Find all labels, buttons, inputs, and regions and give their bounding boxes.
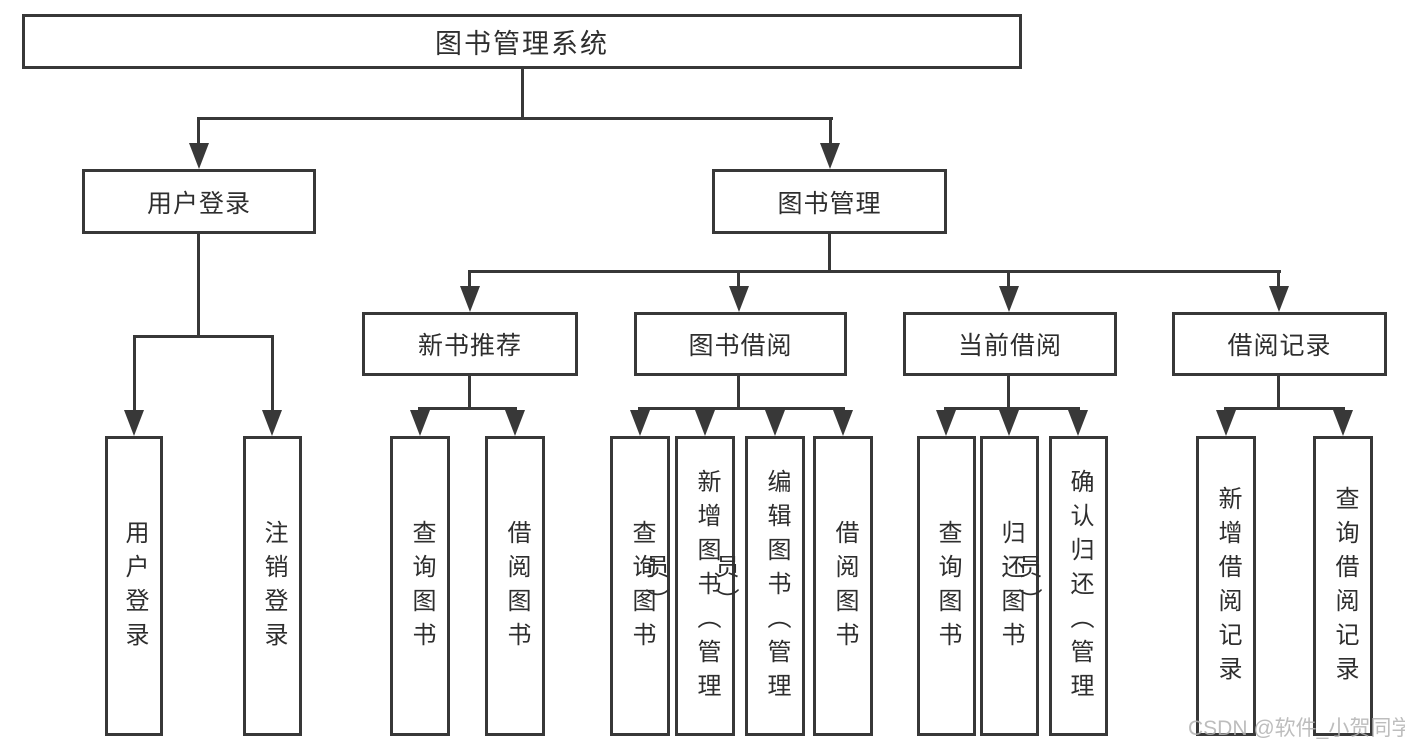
arrowhead-down: [999, 286, 1019, 312]
arrowhead-down: [505, 410, 525, 436]
arrowhead-down: [695, 410, 715, 436]
arrowhead-down: [1333, 410, 1353, 436]
node-bb-borrow-books: 借阅图书: [813, 436, 873, 736]
connector-book-borrow-stem: [737, 374, 740, 409]
node-root: 图书管理系统: [22, 14, 1022, 69]
connector-current-borrow-rail: [944, 407, 1080, 410]
arrowhead-down: [820, 143, 840, 169]
connector-user-login-stem: [197, 232, 200, 337]
connector-root-stem: [521, 67, 524, 119]
arrowhead-down: [630, 410, 650, 436]
connector-to-new-book-rec: [468, 270, 471, 290]
node-user-login: 用户登录: [82, 169, 316, 234]
node-bb-query-books: 查询图书: [610, 436, 670, 736]
node-logout: 注销登录: [243, 436, 302, 736]
connector-to-login: [133, 335, 136, 413]
connector-to-borrow-records: [1277, 270, 1280, 290]
node-borrow-records: 借阅记录: [1172, 312, 1387, 376]
arrowhead-down: [1216, 410, 1236, 436]
arrowhead-down: [189, 143, 209, 169]
connector-to-current-borrow: [1007, 270, 1010, 290]
node-cb-confirm-return-admin: 确认归还（管理员）: [1014, 436, 1108, 736]
node-cb-return-books: 归还图书: [980, 436, 1039, 736]
connector-level3-rail: [468, 270, 1281, 273]
connector-book-mgmt-stem: [828, 232, 831, 272]
connector-to-logout: [271, 335, 274, 413]
node-br-add-record: 新增借阅记录: [1196, 436, 1256, 736]
arrowhead-down: [729, 286, 749, 312]
arrowhead-down: [1269, 286, 1289, 312]
csdn-watermark: CSDN @软件_小贺同学: [1188, 717, 1405, 740]
node-current-borrow: 当前借阅: [903, 312, 1117, 376]
node-login: 用户登录: [105, 436, 163, 736]
arrowhead-down: [765, 410, 785, 436]
node-book-mgmt: 图书管理: [712, 169, 947, 234]
connector-user-login-rail: [133, 335, 274, 338]
connector-to-book-mgmt: [829, 117, 832, 149]
connector-borrow-records-stem: [1277, 374, 1280, 409]
arrowhead-down: [262, 410, 282, 436]
node-new-book-rec: 新书推荐: [362, 312, 578, 376]
connector-borrow-records-rail: [1224, 407, 1345, 410]
node-nbr-borrow-books: 借阅图书: [485, 436, 545, 736]
arrowhead-down: [460, 286, 480, 312]
node-nbr-query-books: 查询图书: [390, 436, 450, 736]
arrowhead-down: [1068, 410, 1088, 436]
connector-book-borrow-rail: [638, 407, 845, 410]
arrowhead-down: [833, 410, 853, 436]
arrowhead-down: [124, 410, 144, 436]
arrowhead-down: [936, 410, 956, 436]
node-bb-edit-books-admin: 编辑图书（管理员）: [711, 436, 805, 736]
node-book-borrow: 图书借阅: [634, 312, 847, 376]
connector-new-book-rec-rail: [418, 407, 517, 410]
connector-new-book-rec-stem: [468, 374, 471, 409]
connector-current-borrow-stem: [1007, 374, 1010, 409]
node-cb-query-books: 查询图书: [917, 436, 976, 736]
connector-to-book-borrow: [737, 270, 740, 290]
arrowhead-down: [410, 410, 430, 436]
arrowhead-down: [999, 410, 1019, 436]
connector-level2-rail: [197, 117, 833, 120]
node-bb-add-books-admin: 新增图书（管理员）: [641, 436, 735, 736]
node-br-query-record: 查询借阅记录: [1313, 436, 1373, 736]
connector-to-user-login: [197, 117, 200, 149]
